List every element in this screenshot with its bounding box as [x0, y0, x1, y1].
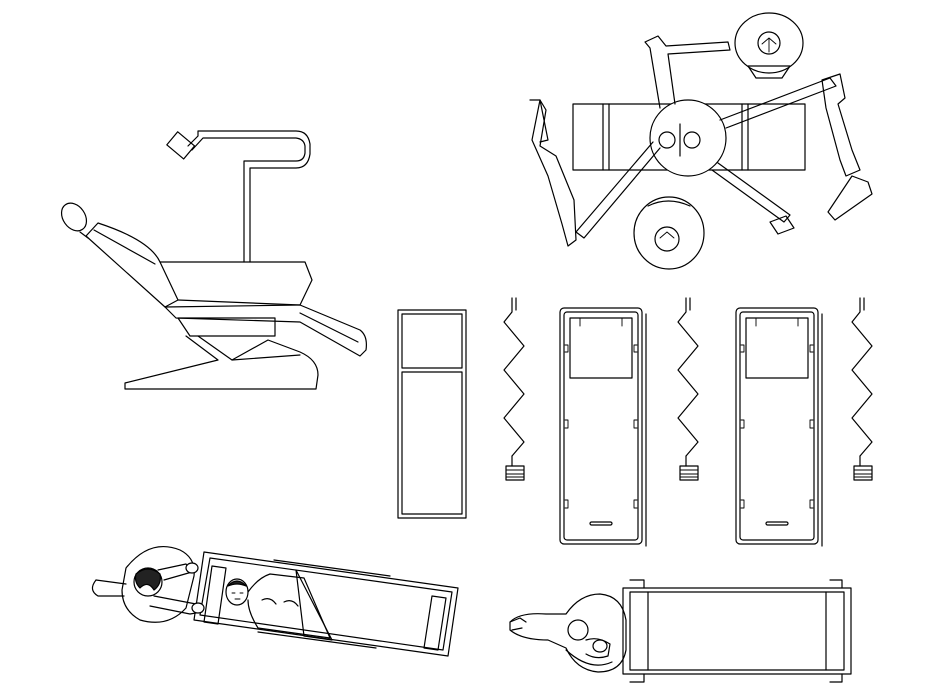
spring-foot	[679, 465, 699, 481]
bed-pillow	[745, 317, 809, 379]
light-arm-right	[719, 77, 837, 129]
light-hub	[649, 99, 727, 177]
spring-foot	[505, 465, 525, 481]
spring-3	[851, 297, 873, 481]
light-arm-low-right	[711, 162, 791, 223]
bed-frame	[735, 307, 819, 545]
side-panel	[397, 309, 467, 519]
leg-rest-line	[299, 312, 359, 343]
lamp-arm-inner	[191, 137, 306, 263]
patient-body	[247, 573, 331, 639]
panel-outer	[397, 309, 467, 519]
spring-coil	[851, 297, 873, 457]
seat-frame	[177, 317, 276, 337]
backrest-line	[93, 229, 156, 265]
light-arm-top	[644, 35, 731, 109]
bed-frame	[559, 307, 643, 545]
backrest	[85, 222, 179, 308]
light-arm-left	[575, 141, 661, 239]
bed-handle	[589, 521, 613, 526]
treatment-table	[622, 587, 852, 675]
doctor-table-view	[509, 579, 852, 683]
bed-top-view-1	[559, 307, 647, 547]
patient-sheet	[295, 569, 333, 641]
bed-handle	[765, 521, 789, 526]
light-handle-right-grip	[827, 175, 873, 221]
patient-bed	[193, 551, 459, 657]
spring-2	[677, 297, 699, 481]
chair-base	[124, 335, 319, 390]
spring-foot	[853, 465, 873, 481]
bed-top-view-2	[735, 307, 823, 547]
spring-coil	[677, 297, 699, 457]
dental-chair-side-view	[60, 130, 367, 390]
operating-light-top-view	[529, 12, 873, 270]
seat	[159, 261, 313, 306]
spring-1	[503, 297, 525, 481]
bed-pillow	[569, 317, 633, 379]
spring-coil	[503, 297, 525, 457]
doctor-patient-bed-view	[91, 546, 459, 657]
lamp-arm	[187, 130, 311, 263]
doctor-body-2	[509, 593, 627, 673]
doctor-head-2	[567, 619, 589, 641]
light-handle-left	[531, 99, 577, 247]
headrest	[60, 202, 88, 232]
leg-rest	[164, 304, 367, 357]
lamp-head	[166, 131, 196, 160]
doctor-body	[121, 546, 195, 623]
base-line	[231, 354, 301, 361]
lamp-disc-bottom	[633, 196, 705, 270]
light-handle-right	[821, 73, 861, 177]
